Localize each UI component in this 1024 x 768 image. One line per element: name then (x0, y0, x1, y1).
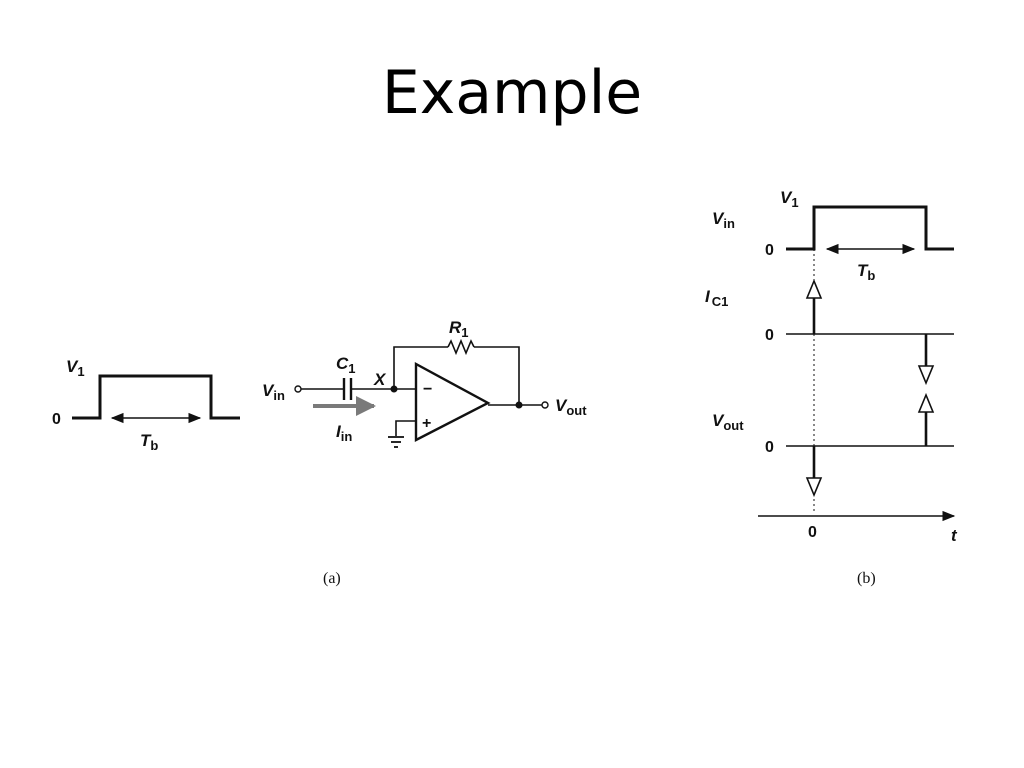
ground-wire (395, 420, 416, 436)
pulse-zero-label: 0 (52, 411, 61, 428)
caption-a: (a) (323, 570, 341, 587)
vout-label: Vout (555, 396, 587, 418)
ic1-up-arrowhead (805, 278, 823, 299)
ic1-down-arrowhead (917, 365, 935, 386)
vin-label: Vin (262, 381, 285, 403)
c1-label: C1 (336, 354, 356, 376)
capacitor-c1 (342, 378, 353, 400)
time-axis-label: t (951, 526, 958, 545)
op-amp-minus-sign: − (423, 381, 432, 398)
b-vin-label: Vin (712, 209, 735, 231)
differentiator-circuit: − + Vin C1 X R1 Iin Vout (262, 318, 587, 448)
vout-down-arrowhead (805, 477, 823, 498)
pulse-tb-label: Tb (140, 431, 158, 453)
ground-icon (388, 436, 404, 448)
b-v1-label: V1 (780, 188, 799, 210)
pulse-trace (72, 374, 240, 420)
b-ic1-zero-label: 0 (765, 327, 774, 344)
iin-label: Iin (336, 422, 352, 444)
node-x-label: X (373, 370, 387, 389)
vin-pulse-trace (786, 205, 954, 251)
vin-terminal (294, 385, 302, 393)
pulse-waveform-a: V1 0 Tb (52, 357, 240, 453)
feedback-wire-right (474, 346, 520, 405)
b-vout-zero-label: 0 (765, 439, 774, 456)
output-node-dot (515, 401, 523, 409)
b-vout-label: Vout (712, 411, 744, 433)
r1-label: R1 (449, 318, 469, 340)
b-vin-zero-label: 0 (765, 242, 774, 259)
slide-title: Example (381, 58, 643, 128)
time-origin-label: 0 (808, 524, 817, 541)
vout-up-arrowhead (917, 392, 935, 413)
b-tb-label: Tb (857, 261, 875, 283)
feedback-wire-left (393, 346, 448, 389)
op-amp (414, 361, 491, 442)
caption-b: (b) (857, 570, 876, 587)
op-amp-plus-sign: + (422, 415, 431, 432)
vout-terminal (541, 401, 549, 409)
pulse-v1-label: V1 (66, 357, 85, 379)
resistor-r1 (447, 338, 475, 356)
